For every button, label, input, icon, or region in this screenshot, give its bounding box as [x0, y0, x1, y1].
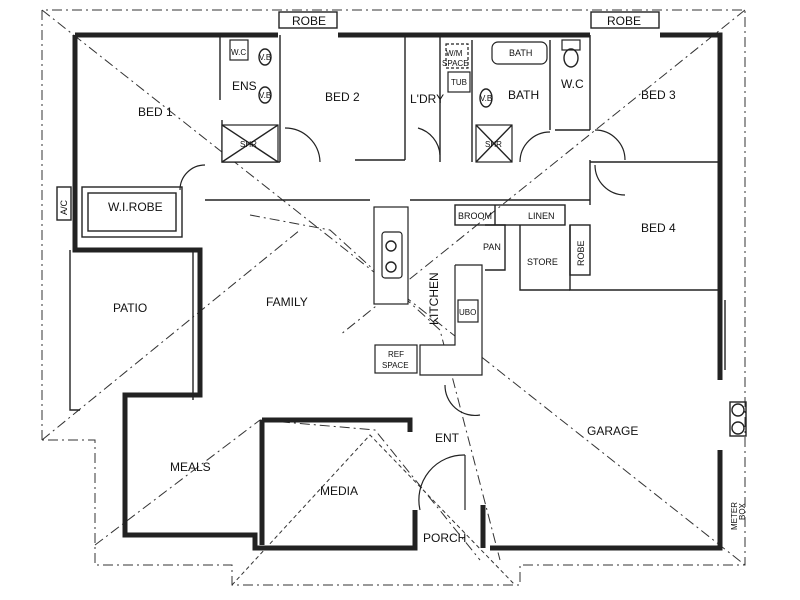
bath-tub-label: BATH — [509, 48, 532, 58]
vb-label-2: V.B — [259, 91, 271, 100]
room-label-kitchen: KITCHEN — [427, 272, 441, 325]
room-label-laundry: L'DRY — [410, 92, 444, 106]
room-label-linen: LINEN — [528, 211, 555, 221]
kitchen-benches — [373, 206, 483, 376]
room-label-bed1: BED 1 — [138, 105, 173, 119]
room-label-bed4: BED 4 — [641, 221, 676, 235]
room-label-meals: MEALS — [170, 460, 211, 474]
robe-label-3: ROBE — [576, 240, 586, 266]
room-label-patio: PATIO — [113, 301, 147, 315]
ref-label-line1: REF — [388, 350, 404, 359]
room-label-bed3: BED 3 — [641, 88, 676, 102]
room-label-bath: BATH — [508, 88, 539, 102]
room-label-media: MEDIA — [320, 484, 358, 498]
fixture-labels: ROBE ROBE ROBE W.C V.B V.B V.B SHR SHR W… — [59, 14, 747, 530]
wc-label-1: W.C — [231, 48, 246, 57]
vb-label-1: V.B — [259, 53, 271, 62]
meter-label-line1: METER — [730, 502, 739, 530]
room-label-wc: W.C — [561, 77, 584, 91]
room-label-pantry: PAN — [483, 242, 501, 252]
external-walls — [72, 32, 723, 551]
room-label-entry: ENT — [435, 431, 460, 445]
room-label-garage: GARAGE — [587, 424, 638, 438]
shr-label-1: SHR — [240, 140, 257, 149]
room-label-wi-robe: W.I.ROBE — [108, 200, 163, 214]
bathroom-fixtures — [221, 39, 581, 163]
wm-label-line2: SPACE — [442, 59, 469, 68]
door-swings — [179, 127, 626, 511]
ref-label-line2: SPACE — [382, 361, 409, 370]
robe-label-2: ROBE — [607, 14, 641, 28]
room-label-bed2: BED 2 — [325, 90, 360, 104]
patio-slab — [69, 250, 194, 411]
robe-label-1: ROBE — [292, 14, 326, 28]
meter-label-line2: BOX — [738, 502, 747, 520]
shr-label-2: SHR — [485, 140, 502, 149]
room-label-ens: ENS — [232, 79, 257, 93]
room-label-store: STORE — [527, 257, 558, 267]
room-labels: BED 1 ENS BED 2 L'DRY BATH W.C BED 3 BED… — [108, 77, 676, 545]
windows — [56, 11, 747, 437]
tub-label: TUB — [451, 78, 467, 87]
room-label-broom: BROOM — [458, 211, 492, 221]
internal-walls — [81, 35, 720, 291]
ac-label: A/C — [59, 199, 69, 215]
ubo-label: UBO — [459, 308, 476, 317]
room-label-family: FAMILY — [266, 295, 308, 309]
room-label-porch: PORCH — [423, 531, 466, 545]
wm-label-line1: W/M — [446, 49, 463, 58]
vb-label-3: V.B — [480, 94, 492, 103]
